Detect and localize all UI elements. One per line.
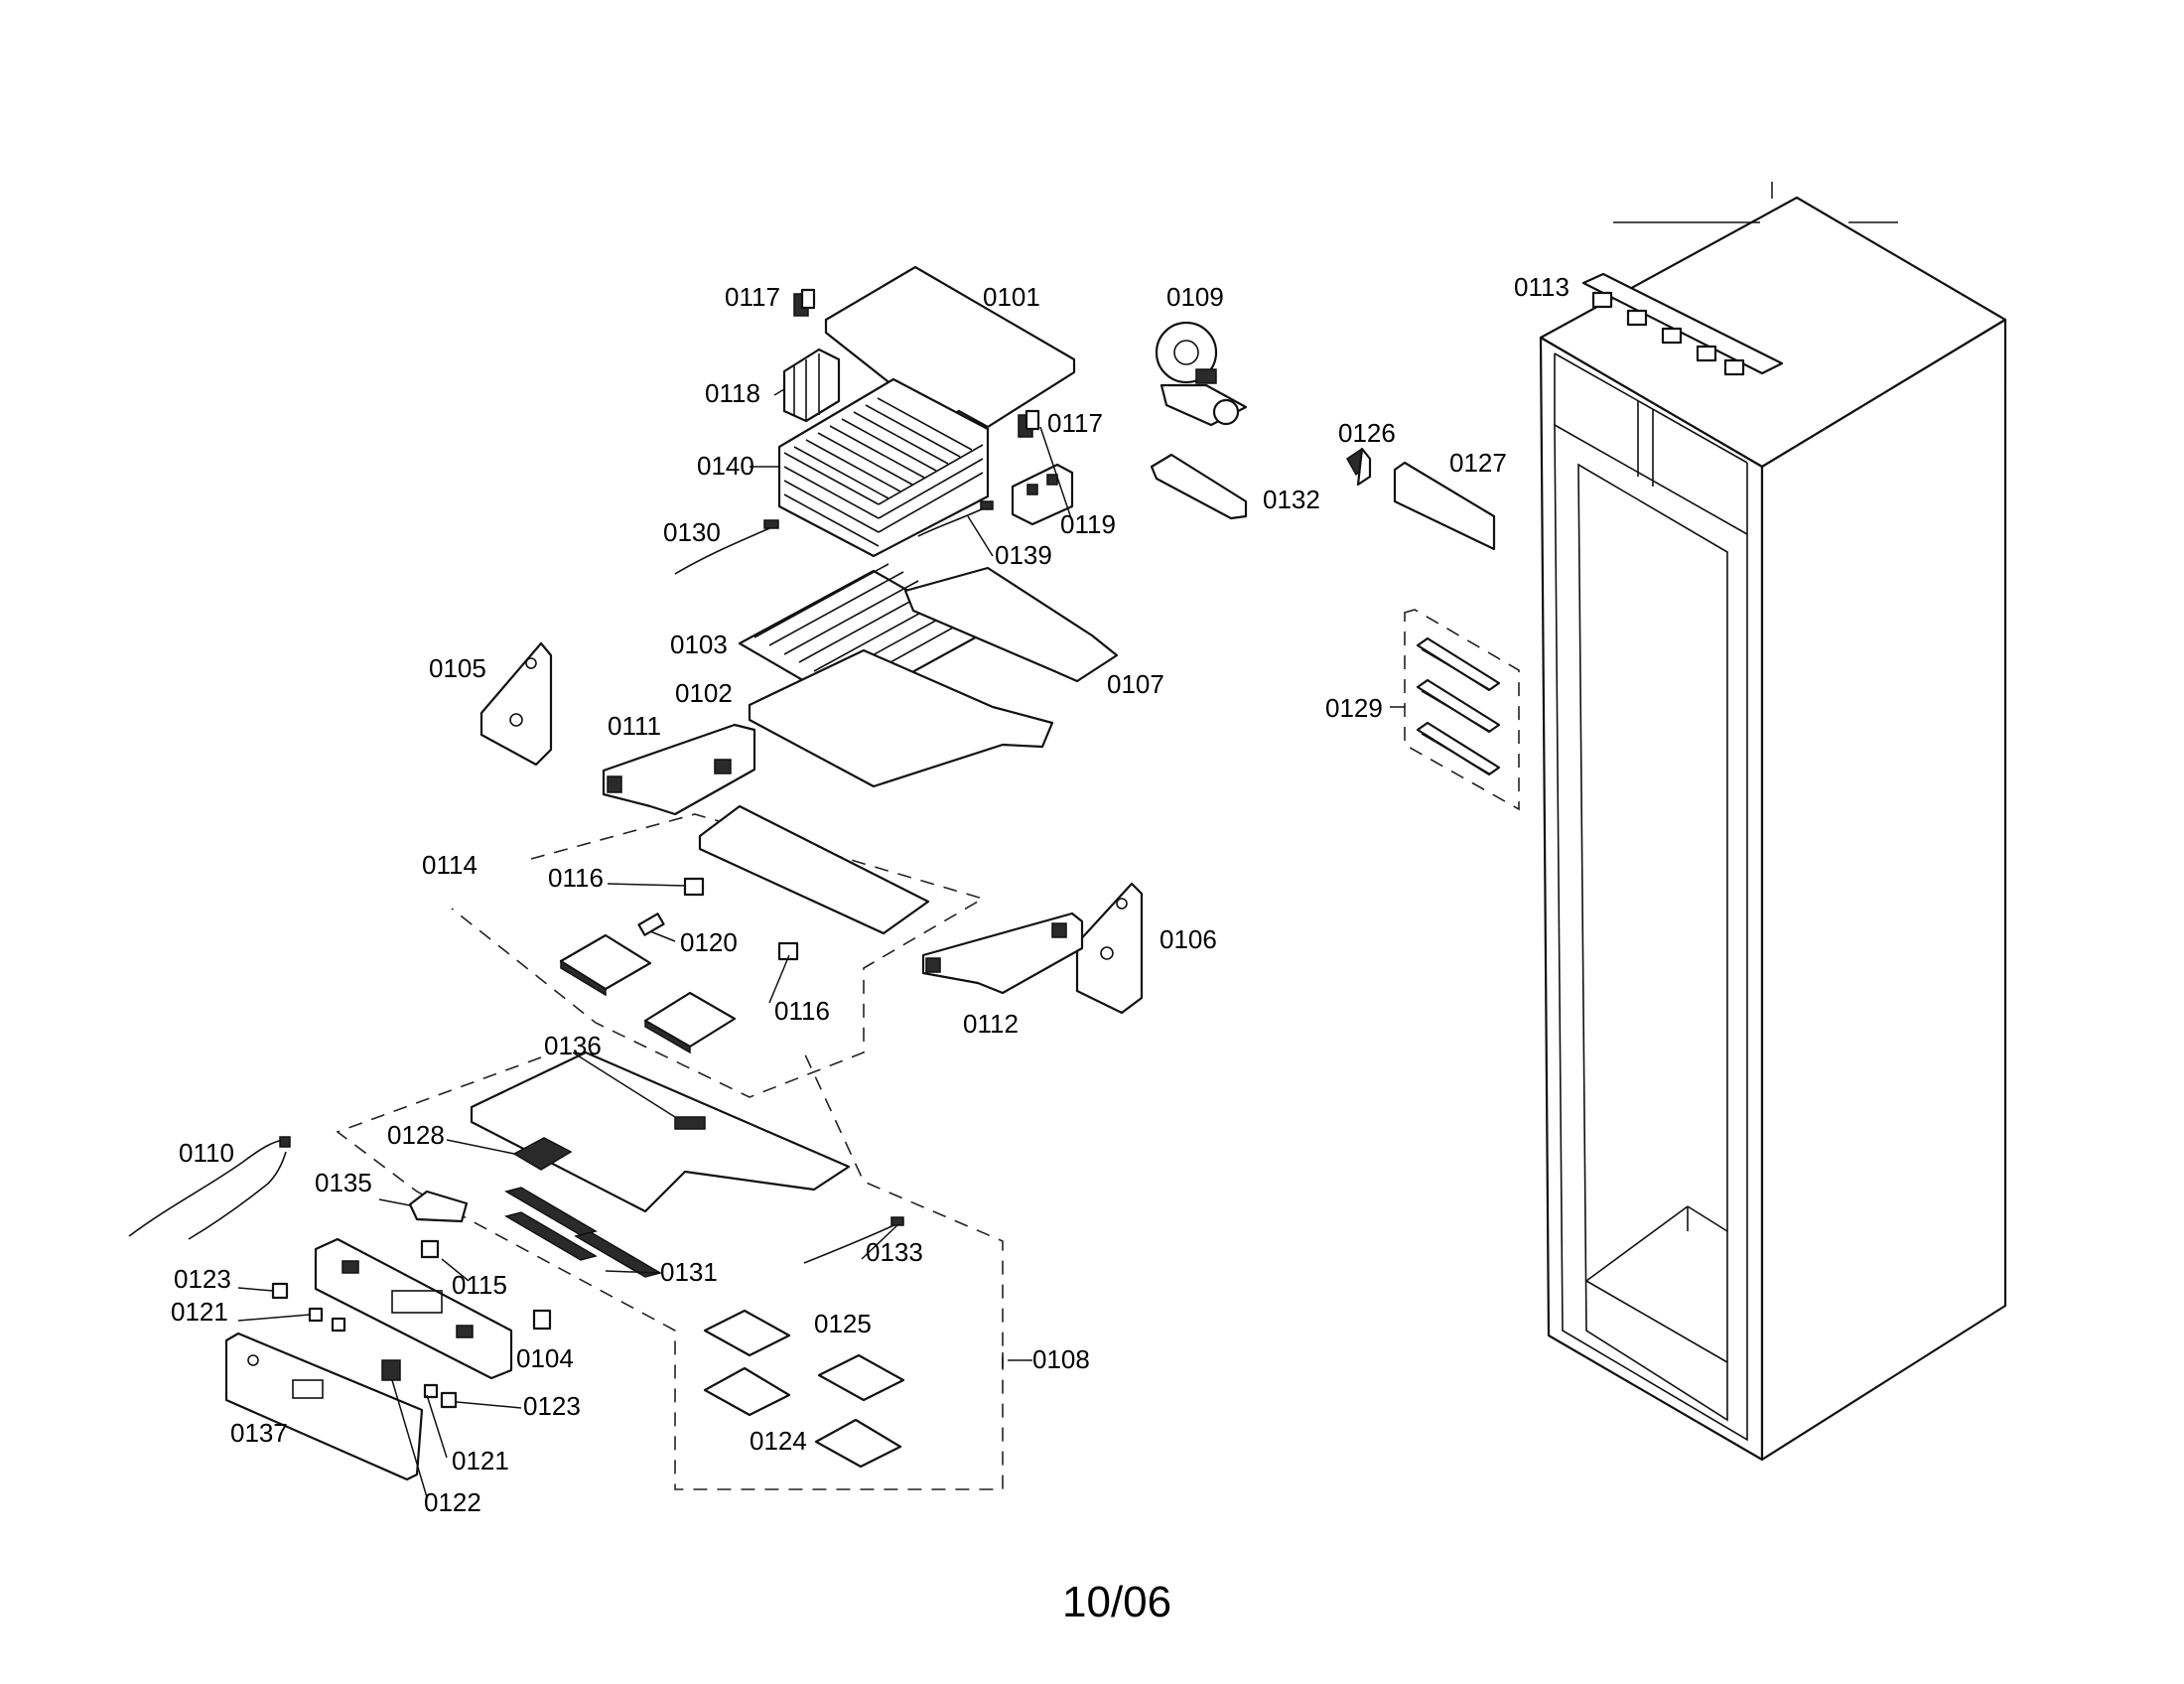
part-0137-front-plate	[224, 1332, 424, 1481]
label-0107: 0107	[1107, 669, 1164, 699]
label-0105: 0105	[429, 653, 486, 683]
label-0132: 0132	[1263, 485, 1320, 514]
part-0116-plug-a	[683, 877, 705, 897]
part-0128-display	[512, 1137, 573, 1171]
label-0112: 0112	[963, 1009, 1019, 1039]
label-0128: 0128	[387, 1120, 445, 1150]
part-0109-fan	[1155, 321, 1248, 427]
light-housing-a	[559, 933, 652, 997]
label-0129: 0129	[1325, 693, 1383, 723]
label-0122: 0122	[424, 1487, 481, 1517]
label-0123-a: 0123	[174, 1264, 231, 1294]
part-0136-panel	[470, 1051, 851, 1213]
part-0140-evaporator	[777, 377, 990, 558]
label-0109: 0109	[1166, 282, 1224, 312]
label-0111: 0111	[608, 711, 661, 741]
cabinet	[1539, 182, 2007, 1462]
revision-date: 10/06	[1062, 1578, 1171, 1626]
part-0104-control-panel	[314, 1237, 513, 1380]
part-0110-cable	[128, 1136, 291, 1240]
label-0130: 0130	[663, 517, 721, 547]
part-0120-bulb	[637, 912, 665, 936]
part-0129-strips	[1404, 609, 1520, 811]
part-0102-tray	[748, 648, 1054, 788]
label-0140: 0140	[697, 451, 754, 481]
label-0137: 0137	[230, 1418, 288, 1448]
label-0135: 0135	[315, 1168, 372, 1197]
label-0116-b: 0116	[774, 996, 830, 1026]
label-0126: 0126	[1338, 418, 1396, 448]
part-0117-clip-b	[1018, 409, 1040, 438]
label-0133: 0133	[866, 1237, 923, 1267]
label-0113: 0113	[1514, 272, 1570, 302]
part-0135-cover	[408, 1190, 469, 1223]
group-0108-outline	[336, 1052, 1004, 1490]
part-0107-duct	[903, 566, 1119, 683]
part-0111-bracket	[602, 723, 756, 816]
part-0112-bracket	[921, 912, 1084, 995]
part-0126-switch	[1346, 447, 1372, 487]
label-0123-b: 0123	[523, 1391, 581, 1421]
part-0125-pads	[703, 1309, 905, 1402]
label-0102: 0102	[675, 678, 733, 708]
label-0136: 0136	[544, 1031, 602, 1060]
label-0121-b: 0121	[452, 1446, 509, 1475]
label-0124: 0124	[750, 1426, 807, 1456]
label-0116-a: 0116	[548, 863, 604, 893]
part-0122-knob	[381, 1359, 401, 1381]
part-0127-label	[1393, 461, 1496, 551]
part-0104-knob	[532, 1309, 552, 1331]
part-0115-knob	[420, 1239, 440, 1259]
label-0101: 0101	[983, 282, 1040, 312]
label-0119: 0119	[1060, 509, 1116, 539]
label-0125: 0125	[814, 1309, 872, 1338]
light-housing-b	[643, 991, 737, 1054]
part-labels: 0101 0102 0103 0104 0105 0106 0107 0108 …	[171, 272, 1570, 1517]
label-0120: 0120	[680, 927, 738, 957]
part-0139-wire	[917, 500, 994, 537]
part-0130-wire	[674, 519, 779, 575]
label-0131: 0131	[660, 1257, 718, 1287]
label-0121-a: 0121	[171, 1297, 228, 1327]
label-0114: 0114	[422, 850, 478, 880]
label-0103: 0103	[670, 630, 728, 659]
label-0139: 0139	[995, 540, 1052, 570]
label-0110: 0110	[179, 1138, 234, 1168]
label-0127: 0127	[1449, 448, 1507, 478]
part-0105-bracket	[479, 641, 553, 767]
part-0132-handle	[1150, 453, 1248, 520]
label-0106: 0106	[1160, 924, 1217, 954]
label-0117-b: 0117	[1047, 408, 1103, 438]
leader-lines	[237, 388, 1405, 1498]
part-0131-strips	[504, 1187, 662, 1278]
label-0118: 0118	[705, 378, 760, 408]
part-0114-cover	[698, 804, 930, 935]
label-0108: 0108	[1032, 1344, 1090, 1374]
part-0119-block	[1011, 463, 1074, 526]
part-0113-bracket	[1581, 272, 1784, 376]
part-0117-clip-a	[793, 288, 816, 317]
part-0118-block	[782, 348, 841, 423]
part-0106-bracket	[1075, 882, 1144, 1015]
label-0115: 0115	[452, 1270, 507, 1300]
label-0117-a: 0117	[725, 282, 780, 312]
part-0124-pads	[703, 1366, 902, 1469]
label-0104: 0104	[516, 1343, 574, 1373]
